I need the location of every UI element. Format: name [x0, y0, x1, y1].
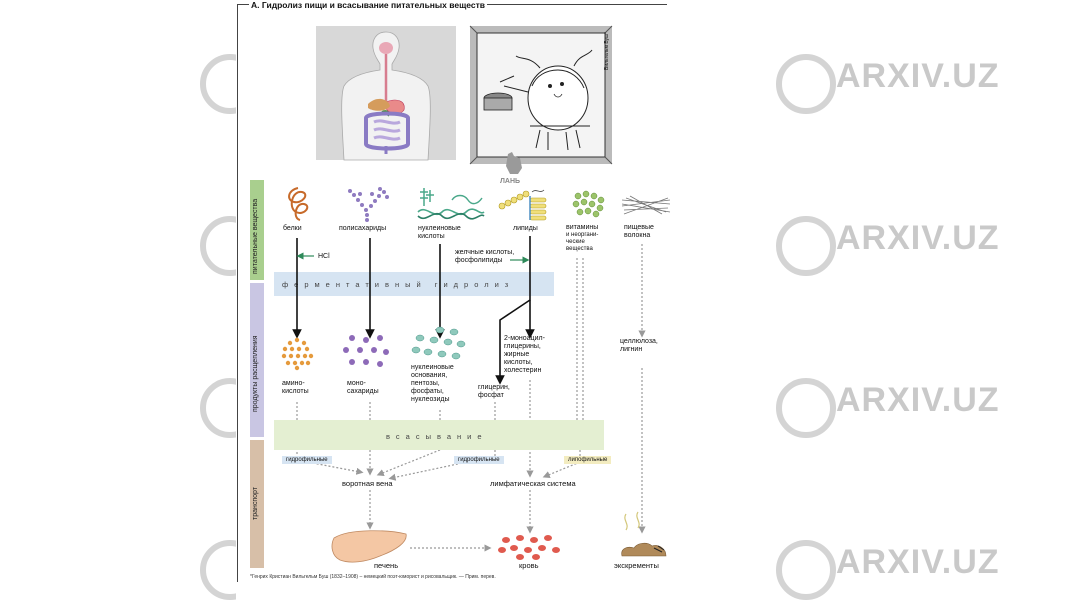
absorption-band-label: всасывание	[386, 432, 488, 441]
hydrolysis-band-label: ферментативный гидролиз	[282, 280, 515, 289]
label-fibers-1: пищевые	[624, 224, 654, 231]
amino-acids-icon	[281, 337, 314, 371]
label-vitamins-2: и неоргани-	[566, 232, 599, 238]
footnote: *Генрих Кристиан Вильгельм Буш (1832–190…	[250, 574, 496, 580]
label-liver: печень	[374, 561, 399, 570]
label-lipid-products-4: кислоты,	[504, 359, 533, 366]
watermark-logo-right	[776, 54, 836, 114]
label-portal-vein: воротная вена	[342, 479, 393, 488]
tag-lipophilic: липофильные	[564, 456, 612, 464]
label-nucleo-2: основания,	[411, 372, 448, 379]
digestive-system-illustration	[316, 26, 456, 161]
watermark-text-right-3: ARXIV.UZ	[836, 381, 1000, 419]
label-feces: экскременты	[614, 561, 659, 570]
label-mono-2: сахариды	[347, 388, 379, 395]
side-band-nutrients	[250, 180, 264, 280]
monosaccharides-icon	[343, 335, 389, 367]
label-cellulose-1: целлюлоза,	[620, 338, 658, 345]
label-lipids: липиды	[513, 225, 538, 232]
label-nucleo-1: нуклеиновые	[411, 364, 454, 371]
watermark-text-right: ARXIV.UZ	[836, 57, 1000, 95]
label-nucleo-5: нуклеозиды	[411, 396, 450, 403]
side-band-transport	[250, 440, 264, 568]
frame-left-line	[237, 4, 238, 582]
watermark-logo-right-4	[776, 540, 836, 600]
vitamin-icon	[572, 190, 605, 218]
lipid-icon	[498, 189, 547, 221]
protein-icon	[288, 187, 309, 221]
label-nucleo-4: фосфаты,	[411, 388, 444, 395]
label-amino-2: кислоты	[282, 388, 309, 395]
label-fibers-2: волокна	[624, 232, 651, 239]
label-nucleic-acids: нуклеиновые кислоты	[418, 225, 461, 240]
label-cellulose-2: лигнин	[620, 346, 643, 353]
feces-icon	[621, 511, 667, 557]
label-lipid-products-1: 2-моноацил-	[504, 335, 545, 342]
absorption-band	[274, 420, 604, 450]
polysaccharide-icon	[348, 187, 389, 222]
label-hcl: HCl	[318, 253, 330, 260]
watermark-logo-right-2	[776, 216, 836, 276]
busch-cartoon-illustration	[469, 25, 613, 165]
label-glycerol-1: глицерин,	[478, 384, 510, 391]
side-band-digestion	[250, 283, 264, 437]
label-lipid-products-3: жирные	[504, 351, 530, 358]
label-lymphatic-system: лимфатическая система	[490, 479, 576, 488]
nucleotides-icon	[411, 326, 466, 360]
lan-logo-text: ЛАНЬ	[500, 178, 521, 185]
label-nucleo-3: пентозы,	[411, 380, 440, 387]
lan-logo-icon	[506, 152, 522, 174]
label-polysaccharides: полисахариды	[339, 225, 387, 232]
watermark-text-right-2: ARXIV.UZ	[836, 219, 1000, 257]
label-vitamins-3: ческие	[566, 239, 585, 245]
label-lipid-products-5: холестерин	[504, 367, 542, 374]
label-mono-1: моно-	[347, 380, 366, 387]
label-vitamins-1: витамины	[566, 224, 599, 231]
tag-hydrophilic-2: гидрофильные	[454, 456, 504, 464]
page-title: А. Гидролиз пищи и всасывание питательны…	[249, 0, 488, 10]
watermark-text-right-4: ARXIV.UZ	[836, 543, 1000, 581]
blood-cells-icon	[498, 535, 560, 560]
tag-hydrophilic-1: гидрофильные	[282, 456, 332, 464]
watermark-logo-right-3	[776, 378, 836, 438]
label-blood: кровь	[519, 561, 539, 570]
nucleic-acid-icon	[417, 188, 485, 220]
label-proteins: белки	[283, 225, 302, 232]
label-lipid-products-2: глицерины,	[504, 343, 541, 350]
label-vitamins-4: вещества	[566, 246, 593, 252]
fiber-icon	[621, 195, 671, 215]
hydrolysis-band	[274, 272, 554, 296]
liver-icon	[331, 530, 407, 563]
label-bile-1: желчные кислоты,	[455, 249, 515, 256]
label-glycerol-2: фосфат	[478, 392, 504, 399]
label-bile-2: фосфолипиды	[455, 257, 503, 264]
label-amino-1: амино-	[282, 380, 305, 387]
